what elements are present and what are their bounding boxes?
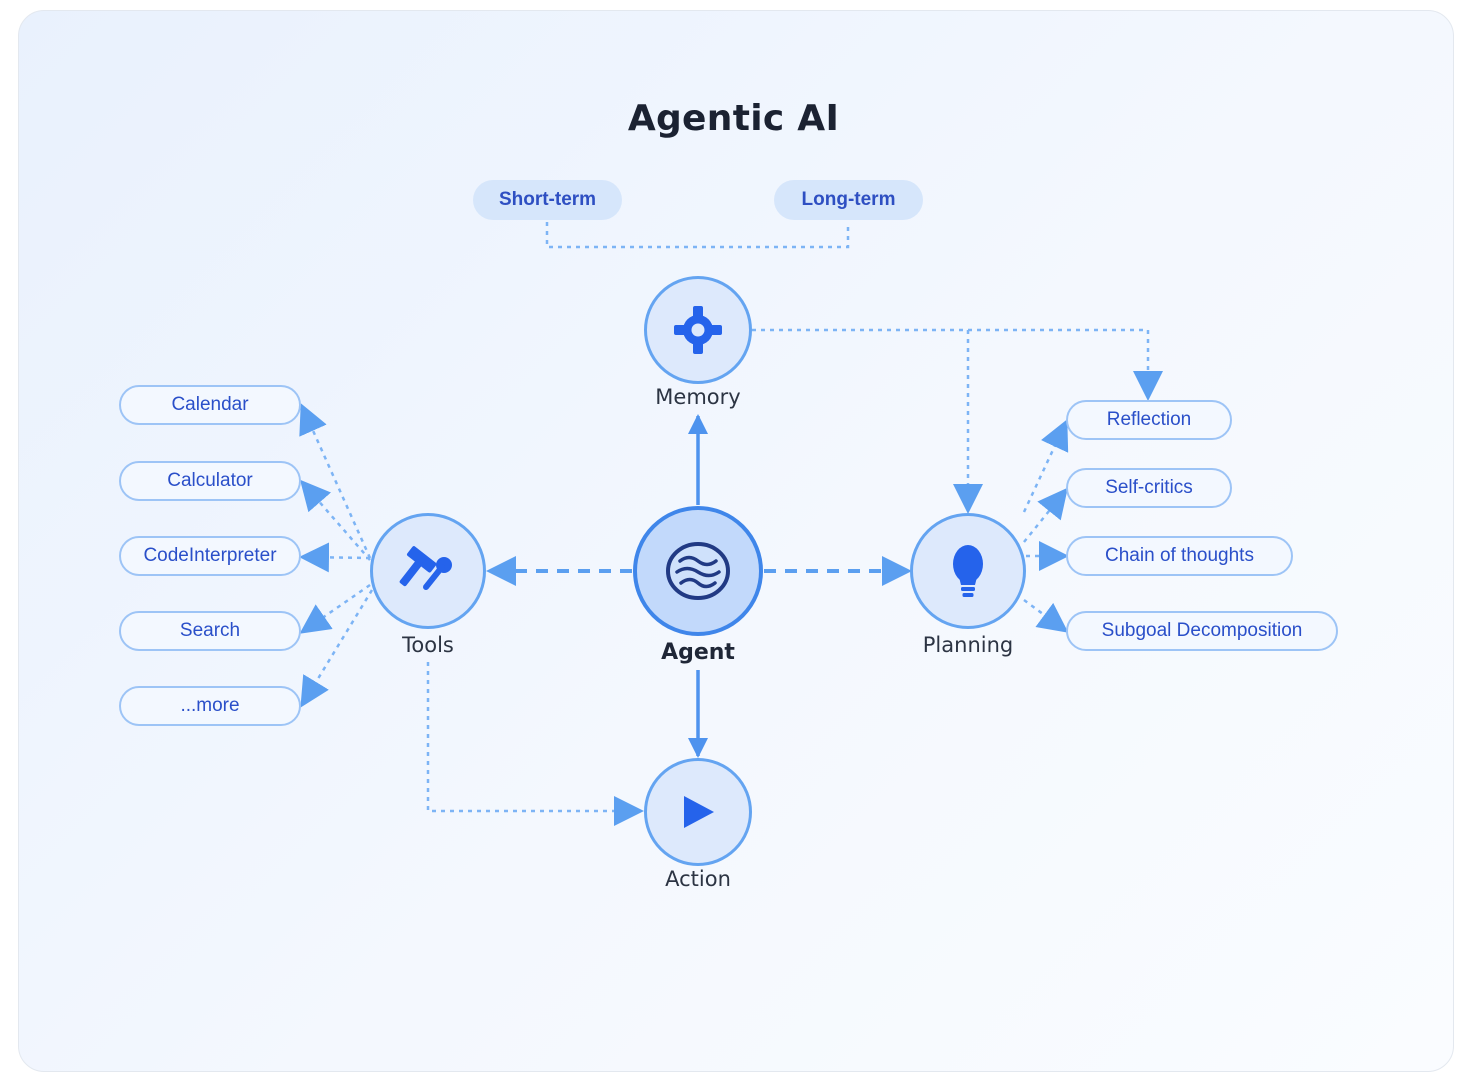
edge-tools-calculator [300, 479, 371, 561]
tools-node[interactable] [370, 513, 486, 629]
memory-label: Memory [655, 385, 741, 409]
planning-chain-of-thoughts[interactable]: Chain of thoughts [1066, 536, 1293, 576]
tool-calendar[interactable]: Calendar [119, 385, 301, 425]
edge-tools-codeinterpreter [299, 542, 371, 573]
planning-reflection[interactable]: Reflection [1066, 400, 1232, 440]
brain-icon [666, 542, 730, 600]
tool-more[interactable]: ...more [119, 686, 301, 726]
action-label: Action [665, 867, 731, 891]
tool-calculator[interactable]: Calculator [119, 461, 301, 501]
memory-type-short-term[interactable]: Short-term [473, 180, 622, 220]
play-icon [684, 796, 714, 828]
tool-codeinterpreter[interactable]: CodeInterpreter [119, 536, 301, 576]
edge-tools-calendar [299, 403, 372, 559]
page-title: Agentic AI [627, 98, 840, 139]
edge-planning-reflection [1022, 419, 1069, 513]
lightbulb-icon [953, 545, 983, 597]
gear-icon [674, 306, 722, 354]
planning-self-critics[interactable]: Self-critics [1066, 468, 1232, 508]
agent-node[interactable] [633, 506, 763, 636]
edge-planning-selfcritics [1023, 487, 1068, 543]
edge-tools-action [426, 662, 644, 826]
tools-label: Tools [402, 633, 454, 657]
memory-node[interactable] [644, 276, 752, 384]
tool-search[interactable]: Search [119, 611, 301, 651]
edge-planning-subgoal [1023, 598, 1069, 633]
edge-tools-search [299, 583, 371, 634]
action-node[interactable] [644, 758, 752, 866]
agent-label: Agent [661, 640, 735, 665]
planning-subgoal-decomposition[interactable]: Subgoal Decomposition [1066, 611, 1338, 651]
edge-memory-types-bracket [545, 222, 850, 249]
planning-node[interactable] [910, 513, 1026, 629]
tools-icon [399, 546, 452, 590]
memory-type-long-term[interactable]: Long-term [774, 180, 923, 220]
planning-label: Planning [922, 633, 1014, 657]
